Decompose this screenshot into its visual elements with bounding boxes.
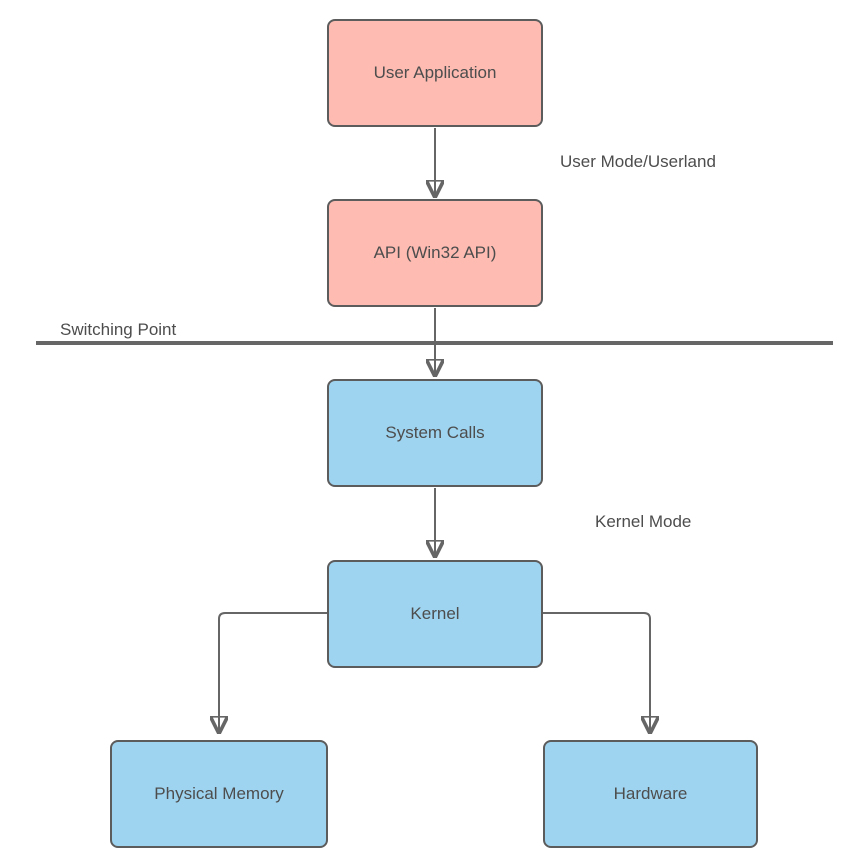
node-hardware-label: Hardware bbox=[613, 783, 688, 803]
node-physical-memory-label: Physical Memory bbox=[154, 783, 284, 803]
label-user-mode: User Mode/Userland bbox=[560, 152, 716, 171]
switching-point-line bbox=[36, 341, 833, 345]
node-physical-memory: Physical Memory bbox=[110, 740, 328, 848]
connector-kernel-to-hardware bbox=[543, 612, 650, 732]
node-system-calls: System Calls bbox=[327, 379, 543, 487]
node-api-label: API (Win32 API) bbox=[373, 242, 497, 262]
connector-kernel-to-physical-memory bbox=[219, 612, 327, 732]
node-kernel: Kernel bbox=[327, 560, 543, 668]
node-user-application: User Application bbox=[327, 19, 543, 127]
node-kernel-label: Kernel bbox=[410, 603, 460, 623]
node-system-calls-label: System Calls bbox=[385, 422, 485, 442]
node-hardware: Hardware bbox=[543, 740, 758, 848]
label-switching-point: Switching Point bbox=[60, 320, 177, 339]
label-kernel-mode: Kernel Mode bbox=[595, 512, 692, 531]
node-user-application-label: User Application bbox=[373, 62, 497, 82]
node-api: API (Win32 API) bbox=[327, 199, 543, 307]
